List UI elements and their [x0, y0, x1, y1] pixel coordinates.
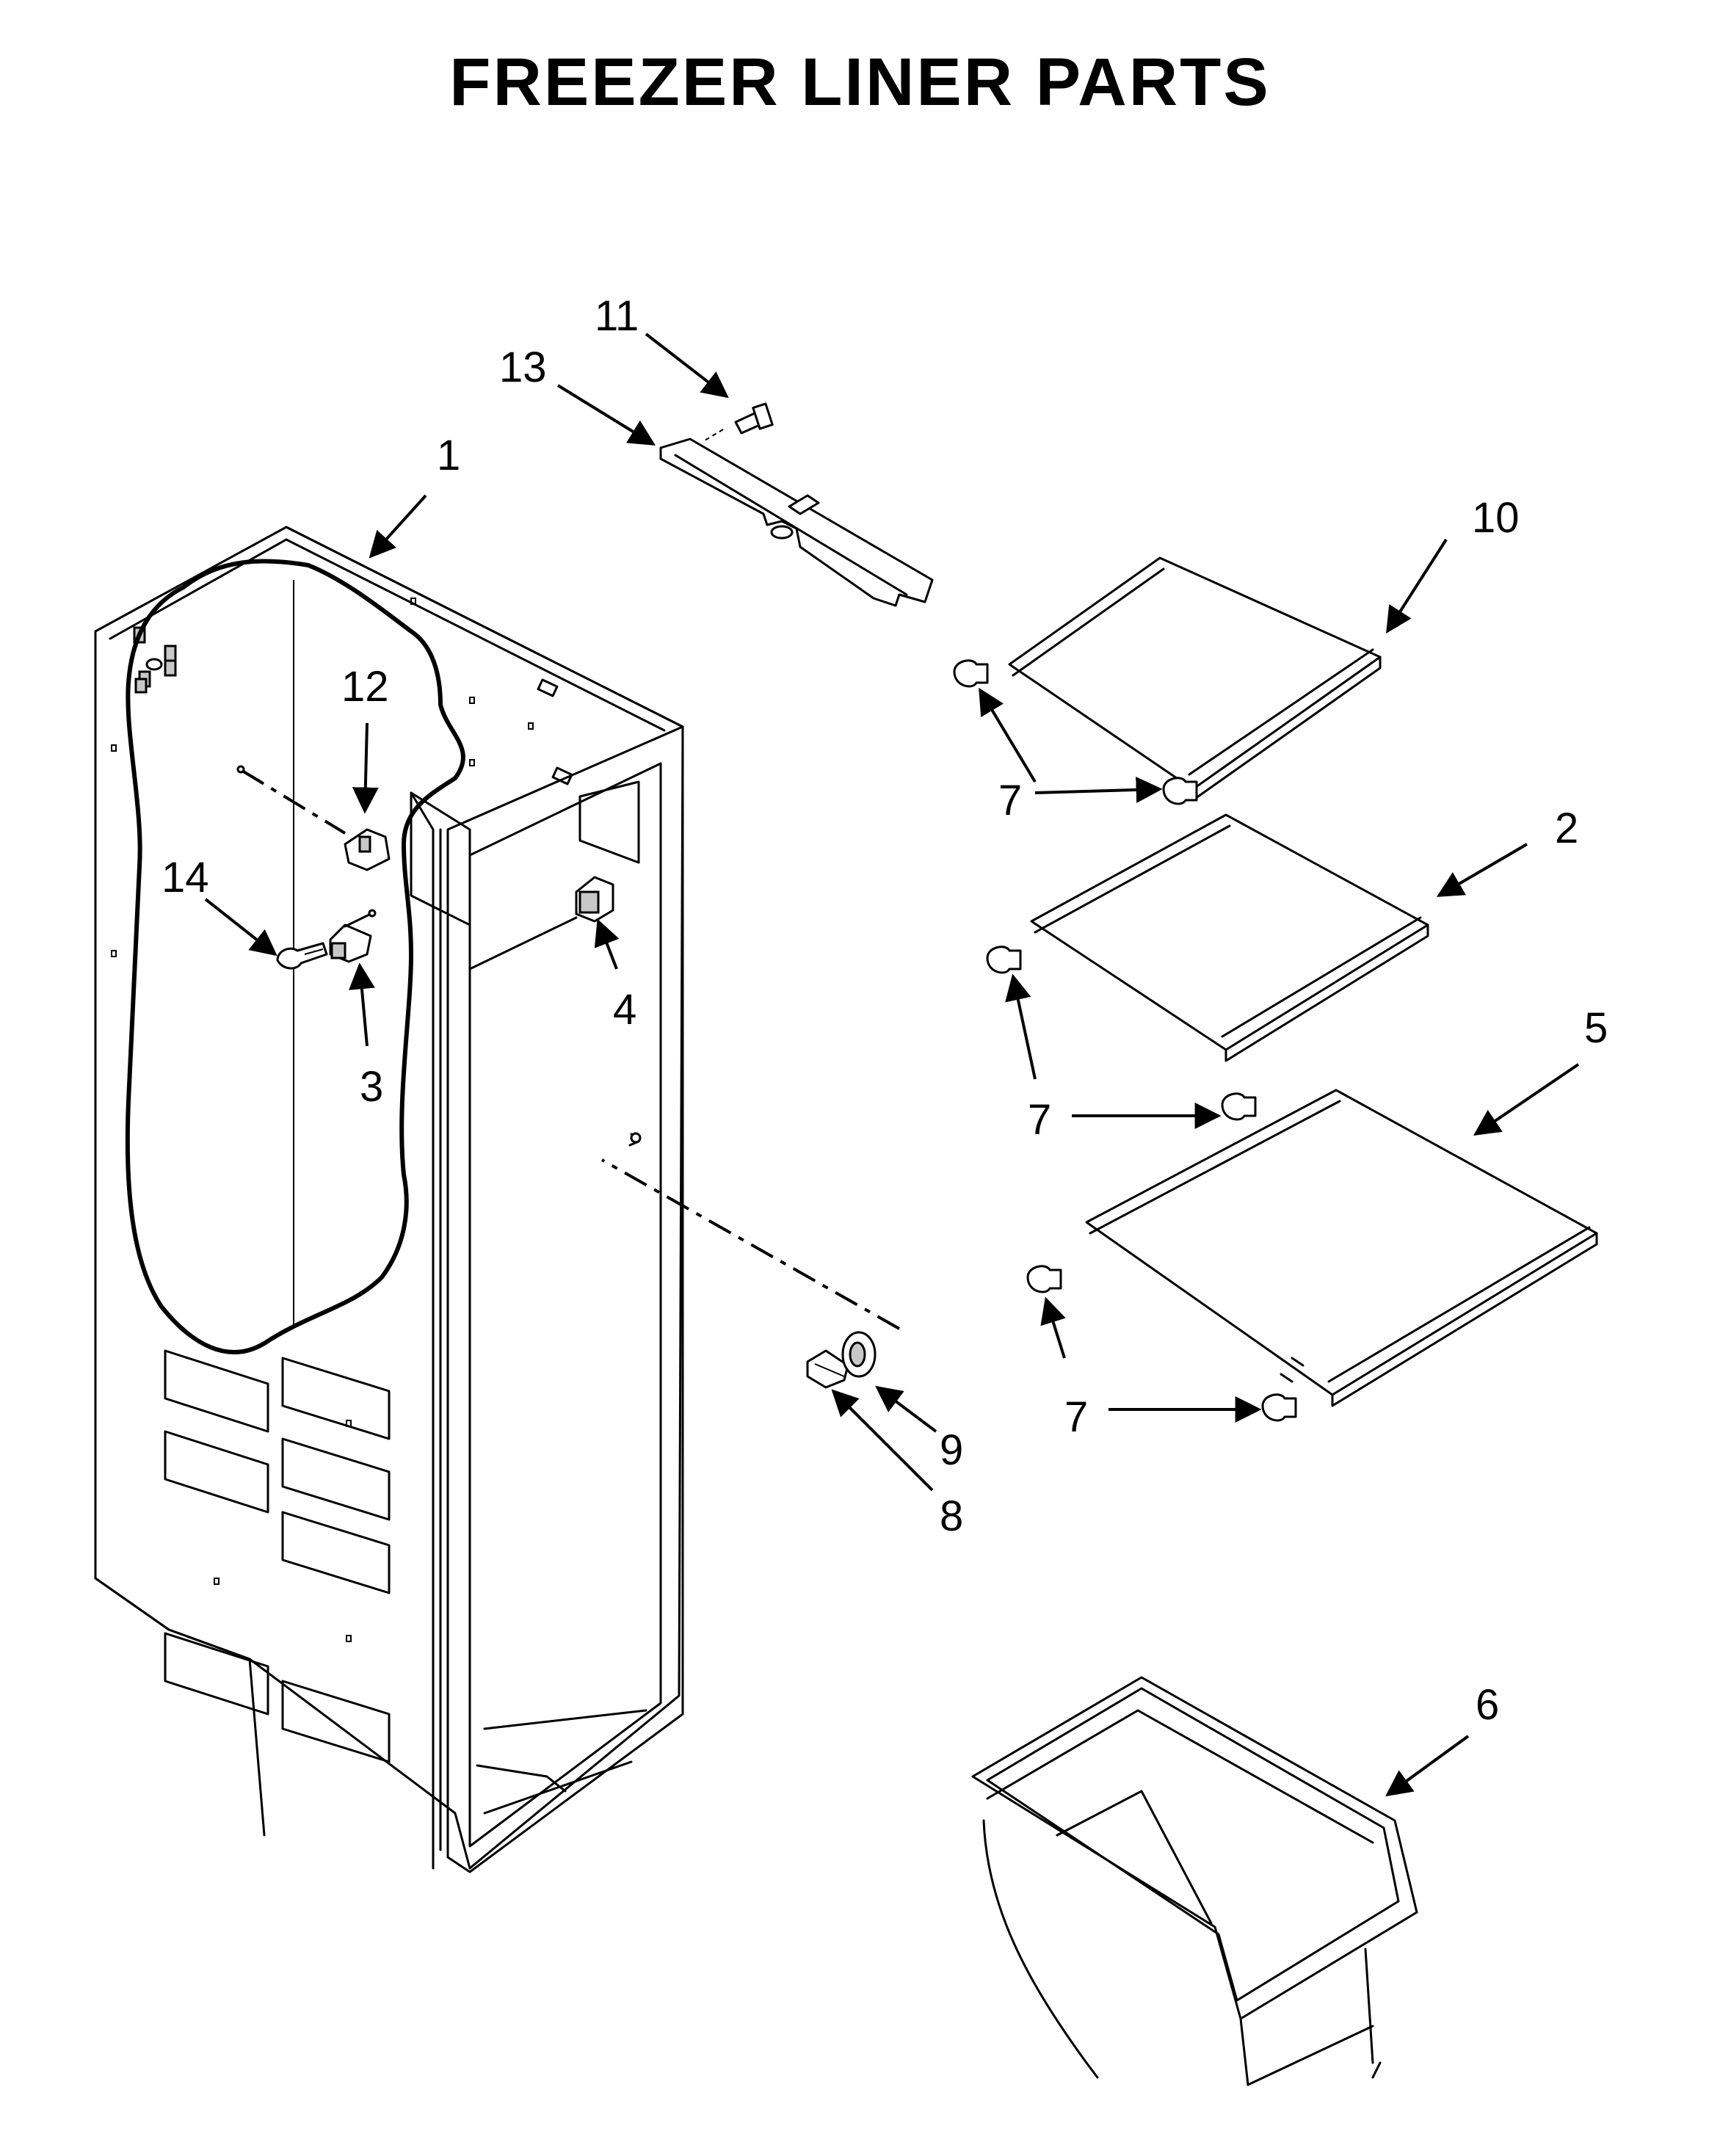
callout-arrows	[204, 333, 1580, 1797]
callout-14: 14	[162, 854, 209, 901]
callout-5: 5	[1584, 1004, 1608, 1052]
support-part-7-d[interactable]	[1221, 1092, 1257, 1121]
freezer-liner-cabinet[interactable]	[94, 526, 684, 1873]
callout-13: 13	[499, 344, 547, 391]
clip-part-12[interactable]	[236, 765, 391, 871]
callout-6: 6	[1476, 1681, 1499, 1729]
callout-9: 9	[940, 1426, 963, 1474]
callout-10: 10	[1472, 494, 1520, 542]
callout-8: 8	[940, 1492, 963, 1540]
callout-7-top: 7	[998, 777, 1022, 824]
shelf-part-2[interactable]	[1030, 813, 1429, 1062]
support-part-7-b[interactable]	[1162, 777, 1198, 805]
support-part-7-c[interactable]	[986, 945, 1022, 974]
bracket-part-13[interactable]	[659, 438, 934, 607]
washer-part-9[interactable]	[601, 1132, 900, 1378]
diagram-title: FREEZER LINER PARTS	[449, 45, 1271, 120]
shelf-part-10[interactable]	[1008, 556, 1382, 802]
callout-2: 2	[1555, 805, 1578, 852]
bin-part-6[interactable]	[971, 1676, 1418, 2086]
callout-7-bottom: 7	[1064, 1393, 1088, 1441]
callout-3: 3	[360, 1063, 383, 1111]
shelf-part-5[interactable]	[1085, 1089, 1598, 1407]
screw-part-14[interactable]	[276, 942, 328, 970]
callout-1: 1	[437, 432, 460, 479]
vent-panels	[164, 1349, 391, 1763]
switch-part-4[interactable]	[468, 876, 614, 970]
callout-11: 11	[595, 292, 639, 340]
screw-part-8[interactable]	[806, 1349, 849, 1389]
callout-4: 4	[613, 986, 636, 1034]
hinge-part-3[interactable]	[329, 909, 377, 963]
callout-12: 12	[341, 663, 389, 711]
callout-7-middle: 7	[1028, 1096, 1051, 1144]
support-part-7-a[interactable]	[953, 659, 989, 688]
support-part-7-e[interactable]	[1026, 1265, 1062, 1293]
screw-part-11[interactable]	[704, 402, 774, 441]
support-part-7-f[interactable]	[1261, 1393, 1297, 1422]
